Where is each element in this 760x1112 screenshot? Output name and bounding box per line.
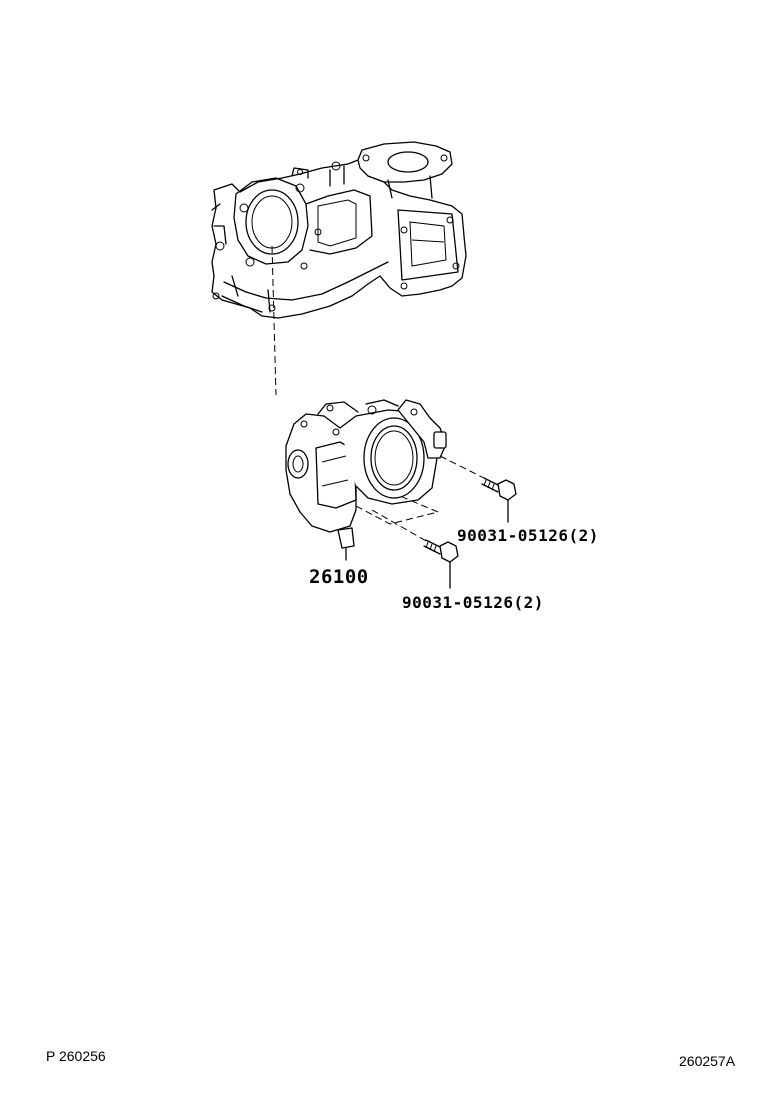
figure-code: 260257A	[679, 1053, 736, 1069]
alignment-leader-line	[271, 245, 277, 396]
bolt-lower-leader-line	[371, 509, 429, 543]
bolt-upper-leader-line	[439, 455, 489, 481]
part-number-bolt-upper[interactable]: 90031-05126(2)	[457, 526, 599, 545]
part-number-bolt-lower[interactable]: 90031-05126(2)	[402, 593, 544, 612]
bolt-upper-drawing	[481, 477, 517, 523]
intake-manifold-drawing	[211, 141, 467, 319]
bolt-lower-drawing	[423, 539, 459, 589]
page-code: P 260256	[46, 1048, 106, 1064]
throttle-body-drawing	[285, 399, 447, 561]
part-number-throttle-body[interactable]: 26100	[309, 566, 369, 588]
